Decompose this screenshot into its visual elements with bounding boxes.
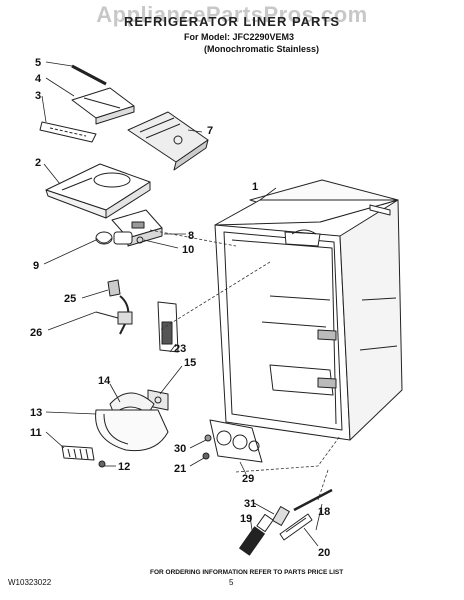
callout-4: 4 (35, 73, 42, 85)
spacer-part-30 (204, 434, 212, 442)
callout-8: 8 (188, 230, 194, 242)
screw-part-12 (98, 460, 106, 468)
callout-1: 1 (252, 181, 258, 193)
document-id: W10323022 (8, 578, 52, 587)
fitting-part-31 (272, 506, 290, 526)
watermark: AppliancePartsPros.com (96, 2, 368, 27)
callout-9: 9 (33, 260, 39, 272)
drawer-housing-part (95, 409, 169, 452)
cover-part (127, 111, 209, 171)
callout-31: 31 (244, 498, 256, 510)
bracket-part-20 (279, 513, 313, 541)
callout-30: 30 (174, 443, 186, 455)
callout-7: 7 (207, 125, 213, 137)
callout-23: 23 (174, 343, 186, 355)
callout-21: 21 (174, 463, 186, 475)
callout-5: 5 (35, 57, 41, 69)
tube-part-18 (293, 488, 333, 512)
page-number: 5 (229, 578, 234, 587)
bracket-part (71, 87, 135, 125)
callout-29: 29 (242, 473, 254, 485)
valve-assembly-part (209, 419, 263, 463)
tube-part (95, 295, 133, 335)
callout-25: 25 (64, 293, 76, 305)
callout-10: 10 (182, 244, 194, 256)
grille-part (61, 445, 95, 461)
leader-dashes (149, 229, 341, 501)
callout-2: 2 (35, 157, 41, 169)
variant-line: (Monochromatic Stainless) (204, 44, 320, 54)
callout-3: 3 (35, 90, 41, 102)
ordering-note: FOR ORDERING INFORMATION REFER TO PARTS … (150, 569, 344, 576)
callout-13: 13 (30, 407, 42, 419)
callout-12: 12 (118, 461, 130, 473)
lamp-part (95, 231, 113, 245)
rod-part (71, 64, 107, 86)
socket-part (113, 231, 144, 245)
callout-14: 14 (98, 375, 111, 387)
model-line: For Model: JFC2290VEM3 (184, 32, 295, 42)
liner-part (214, 179, 403, 441)
callout-11: 11 (30, 427, 42, 439)
callout-20: 20 (318, 547, 330, 559)
panel-part (157, 301, 179, 353)
callout-15: 15 (184, 357, 196, 369)
clip-part (107, 279, 121, 297)
callout-18: 18 (318, 506, 330, 518)
page-title: REFRIGERATOR LINER PARTS (123, 14, 341, 29)
label-strip-part (39, 121, 97, 143)
housing-part (45, 163, 151, 219)
screw-part-21 (202, 452, 210, 460)
filter-part-19 (239, 513, 274, 556)
callout-26: 26 (30, 327, 42, 339)
leader-lines (41, 61, 323, 547)
callout-19: 19 (240, 513, 252, 525)
